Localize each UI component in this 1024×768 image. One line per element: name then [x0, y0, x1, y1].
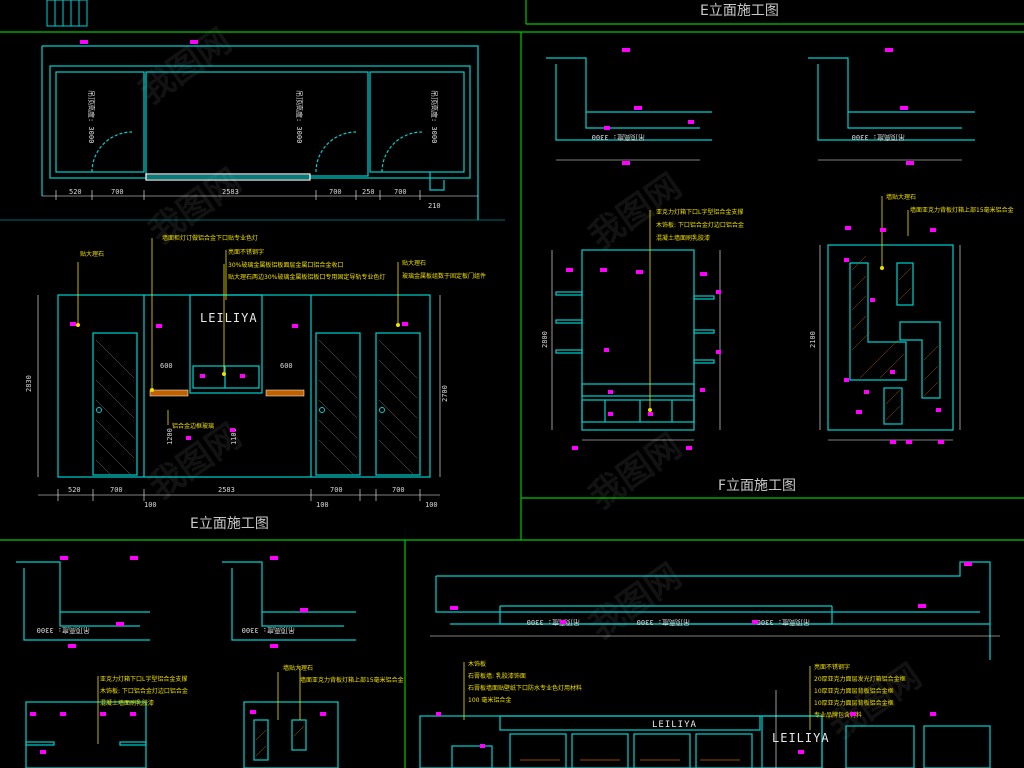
- annotation: 墙贴大理石: [283, 664, 313, 672]
- annotation: 贴大理石: [80, 250, 104, 258]
- annotation: 木饰板: 下口铝合金灯边口铝合金: [100, 687, 188, 695]
- dim-label: 100: [316, 501, 329, 509]
- brand-logo-text: LEILIYA: [772, 731, 830, 745]
- annotation: 10厚亚克力面层背板铝合金框: [814, 699, 894, 707]
- brand-logo-text: LEILIYA: [652, 720, 697, 730]
- watermark-text: 我图网: [582, 556, 688, 647]
- dim-height: 1200: [166, 428, 174, 445]
- annotation: 100 毫米铝合金: [468, 696, 511, 704]
- plan-ceiling-label: 吊顶高度: 3000: [87, 90, 96, 143]
- e-ceiling-plan: 吊顶高度: 3000 吊顶高度: 3000 吊顶高度: 3000 520 700…: [0, 45, 505, 221]
- annotation: 墙贴大理石: [886, 193, 916, 201]
- annotation: 混凝土墙面刷乳胶漆: [656, 234, 710, 242]
- annotation: 亮面不锈钢字: [228, 248, 264, 256]
- top-title: E立面施工图: [700, 3, 779, 19]
- dim-label: 600: [280, 362, 293, 370]
- dim-height: 2700: [441, 385, 449, 402]
- annotation: 石膏板墙: 乳胶漆饰面: [468, 672, 526, 680]
- bottom-left-panel: 吊顶高度: 3300 吊顶高度: 3300 亚克力灯箱下口L字型铝合金支撑 木饰…: [16, 561, 404, 768]
- annotation: 20厚亚克力面层发光灯箱铝合金框: [814, 675, 906, 683]
- f-elevation: 吊顶高度: 3300 吊顶高度: 3300 2800 2100 亚克力灯箱下口L…: [541, 57, 1014, 494]
- dim-label: 250: [362, 188, 375, 196]
- dim-height: 2100: [809, 331, 817, 348]
- plan-ceiling-label: 吊顶高度: 3300: [527, 618, 580, 627]
- annotation: 木饰板: [468, 660, 486, 668]
- dim-label: 600: [160, 362, 173, 370]
- dim-label: 700: [394, 188, 407, 196]
- marker-layer: [30, 40, 972, 754]
- annotation: 墙面柜灯订做铝合金下口贴专业色灯: [162, 234, 258, 242]
- dim-label: 100: [144, 501, 157, 509]
- dim-label: 700: [110, 486, 123, 494]
- annotation: 玻璃金属板组数于固定板门组件: [402, 272, 486, 280]
- plan-ceiling-label: 吊顶高度: 3300: [852, 133, 905, 142]
- dim-label: 210: [428, 202, 441, 210]
- dim-height: 2830: [25, 375, 33, 392]
- dim-label: 2583: [222, 188, 239, 196]
- dim-label: 520: [68, 486, 81, 494]
- dim-label: 2583: [218, 486, 235, 494]
- annotation: 墙面亚克力背板灯箱上部15毫米铝合金: [910, 206, 1014, 214]
- f-elevation-title: F立面施工图: [718, 478, 796, 494]
- annotation: 专业品牌包含材料: [814, 711, 862, 719]
- annotation: 贴大理石两边30%玻璃金属板铝板口专用固定导轨专业色灯: [228, 273, 385, 281]
- bottom-right-panel: 吊顶高度: 3300 吊顶高度: 3300 吊顶高度: 3300 LEILIYA…: [419, 561, 1000, 768]
- dim-label: 700: [111, 188, 124, 196]
- dim-label: 520: [69, 188, 82, 196]
- annotation: 石膏板墙面贴壁纸下口防水专业色灯用材料: [468, 684, 582, 692]
- dim-label: 100: [425, 501, 438, 509]
- annotation: 墙面亚克力背板灯箱上部15毫米铝合金: [300, 676, 404, 684]
- plan-ceiling-label: 吊顶高度: 3300: [592, 133, 645, 142]
- dim-height: 1100: [230, 428, 238, 445]
- plan-ceiling-label: 吊顶高度: 3300: [637, 618, 690, 627]
- annotation: 亮面不锈钢字: [814, 663, 850, 671]
- watermark-layer: 我图网 我图网 我图网 我图网 我图网 我图网 我图网: [132, 21, 928, 747]
- annotation: 亚克力灯箱下口L字型铝合金支撑: [100, 675, 187, 683]
- e-elevation-title: E立面施工图: [190, 516, 269, 532]
- plan-ceiling-label: 吊顶高度: 3000: [430, 90, 439, 143]
- annotation: 30%玻璃金属板铝板面层金属口铝合金收口: [228, 261, 343, 269]
- plan-ceiling-label: 吊顶高度: 3000: [295, 90, 304, 143]
- e-elevation: LEILIYA 2830 2700 1200 1100 600 600 520 …: [25, 234, 486, 532]
- dim-label: 700: [392, 486, 405, 494]
- plan-ceiling-label: 吊顶高度: 3300: [757, 618, 810, 627]
- annotation: 混凝土墙面刷乳胶漆: [100, 699, 154, 707]
- annotation: 铝合金边框玻璃: [172, 422, 214, 430]
- dim-label: 700: [329, 188, 342, 196]
- dim-label: 700: [330, 486, 343, 494]
- top-fragment: [46, 0, 88, 27]
- watermark-text: 我图网: [132, 21, 238, 112]
- annotation: 亚克力灯箱下口L字型铝合金支撑: [656, 208, 743, 216]
- annotation: 10厚亚克力面层背板铝合金框: [814, 687, 894, 695]
- plan-ceiling-label: 吊顶高度: 3300: [242, 626, 295, 635]
- dim-height: 2800: [541, 331, 549, 348]
- annotation: 贴大理石: [402, 259, 426, 267]
- brand-logo-text: LEILIYA: [200, 311, 258, 325]
- plan-ceiling-label: 吊顶高度: 3300: [37, 626, 90, 635]
- annotation: 木饰板: 下口铝合金灯边口铝合金: [656, 221, 744, 229]
